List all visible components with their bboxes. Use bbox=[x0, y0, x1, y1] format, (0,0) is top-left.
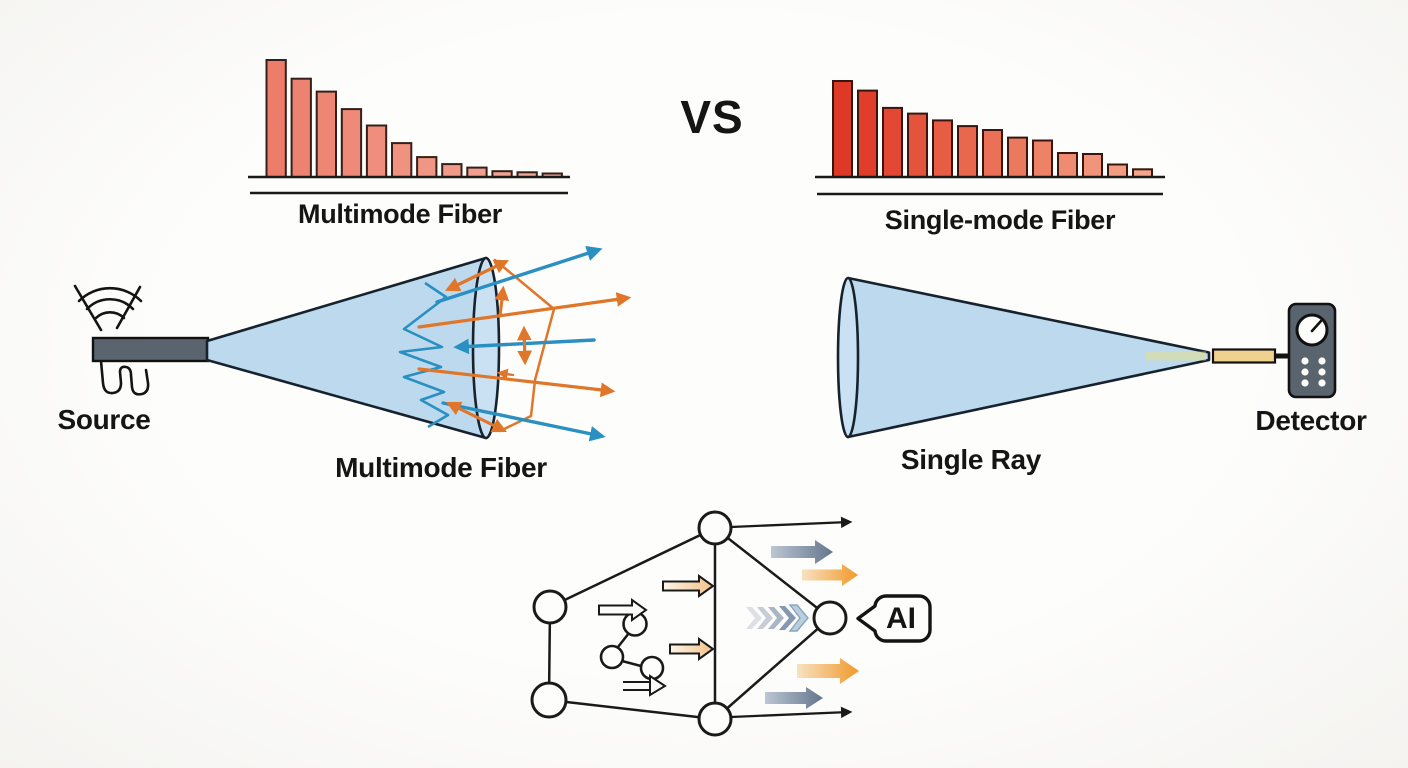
bar bbox=[441, 163, 463, 179]
bar bbox=[1032, 139, 1053, 178]
bar bbox=[315, 90, 338, 178]
bar bbox=[932, 119, 953, 178]
multimode-cone bbox=[205, 256, 501, 440]
node-circle-small bbox=[599, 644, 625, 670]
multimode-bar-chart bbox=[248, 59, 570, 195]
bar bbox=[416, 156, 438, 179]
small-arrow-icon bbox=[669, 637, 715, 661]
singlemode-cone bbox=[836, 276, 1211, 439]
node-circle-small bbox=[639, 655, 665, 681]
bar bbox=[982, 129, 1003, 178]
vs-label: VS bbox=[680, 91, 744, 143]
keypad-dots-icon bbox=[1301, 357, 1326, 387]
node-circle bbox=[697, 701, 733, 737]
cone-aperture bbox=[836, 276, 860, 439]
strap-hook-icon bbox=[99, 359, 150, 396]
bar bbox=[290, 77, 312, 178]
detector-label: Detector bbox=[1255, 405, 1367, 436]
fiber-connector bbox=[1211, 348, 1277, 364]
ai-label: AI bbox=[886, 602, 916, 635]
bar bbox=[1107, 163, 1128, 178]
bar bbox=[466, 166, 488, 179]
ai-speech-bubble bbox=[856, 594, 932, 643]
cone-body bbox=[205, 256, 488, 440]
source-label: Source bbox=[57, 404, 151, 435]
orange-ray-arrow-icon bbox=[417, 292, 632, 329]
chevron-flow-icon bbox=[746, 604, 809, 632]
steel-arrow-icon bbox=[765, 687, 823, 709]
network-graph bbox=[530, 510, 932, 737]
bar bbox=[340, 108, 363, 178]
wave-arc-icon bbox=[85, 298, 135, 311]
bar bbox=[265, 59, 287, 178]
bar bbox=[957, 125, 978, 178]
multimode-beam-label: Multimode Fiber bbox=[335, 452, 547, 483]
bar bbox=[391, 142, 413, 179]
small-arrow-icon bbox=[662, 574, 715, 598]
wave-arc-icon bbox=[94, 311, 126, 320]
bar bbox=[857, 89, 878, 178]
small-arrow-icon bbox=[623, 674, 667, 697]
orange-ray-arrow-icon bbox=[516, 325, 533, 366]
orange-arrow-icon bbox=[802, 564, 858, 586]
orange-ray-arrow-icon bbox=[417, 367, 616, 398]
bar bbox=[832, 80, 853, 178]
bar bbox=[1057, 152, 1078, 178]
blue-ray-arrow-icon bbox=[435, 245, 603, 304]
network-edges bbox=[547, 526, 831, 721]
antenna-line-icon bbox=[115, 285, 142, 330]
orange-ray-arrow-icon bbox=[494, 285, 510, 318]
cone-aperture bbox=[471, 256, 501, 440]
bar bbox=[1082, 153, 1103, 178]
orange-arrow-icon bbox=[797, 658, 859, 684]
mode-zigzag-path bbox=[398, 281, 450, 429]
orange-ray-arrow-icon bbox=[445, 259, 509, 292]
single-ray-label: Single Ray bbox=[900, 444, 1042, 475]
network-nodes bbox=[530, 510, 848, 737]
bar bbox=[1007, 136, 1028, 179]
orange-ray-arrow-icon bbox=[446, 401, 507, 433]
node-circle bbox=[697, 510, 733, 546]
chart-title-multimode: Multimode Fiber bbox=[298, 199, 502, 229]
small-arrow-icon bbox=[598, 598, 648, 622]
node-circle bbox=[532, 589, 568, 625]
wave-arc-icon bbox=[77, 287, 143, 303]
output-line-arrow-icon bbox=[730, 516, 853, 529]
node-circle bbox=[812, 600, 848, 636]
bar bbox=[907, 112, 928, 178]
source-icon bbox=[73, 284, 210, 396]
singlemode-bar-chart bbox=[815, 80, 1165, 196]
orange-ray-arrow-icon bbox=[496, 368, 515, 380]
node-circle bbox=[530, 681, 568, 719]
gauge-needle-icon bbox=[1310, 319, 1323, 333]
detector-icon bbox=[1211, 302, 1337, 399]
steel-arrow-icon bbox=[771, 540, 833, 564]
bar bbox=[882, 106, 903, 178]
scatter-outline bbox=[493, 258, 556, 433]
chart-title-singlemode: Single-mode Fiber bbox=[884, 205, 1116, 235]
flashlight-body bbox=[91, 336, 210, 363]
multimode-scatter-rays bbox=[417, 245, 632, 442]
output-line-arrow-icon bbox=[730, 706, 853, 719]
bar bbox=[365, 124, 388, 178]
